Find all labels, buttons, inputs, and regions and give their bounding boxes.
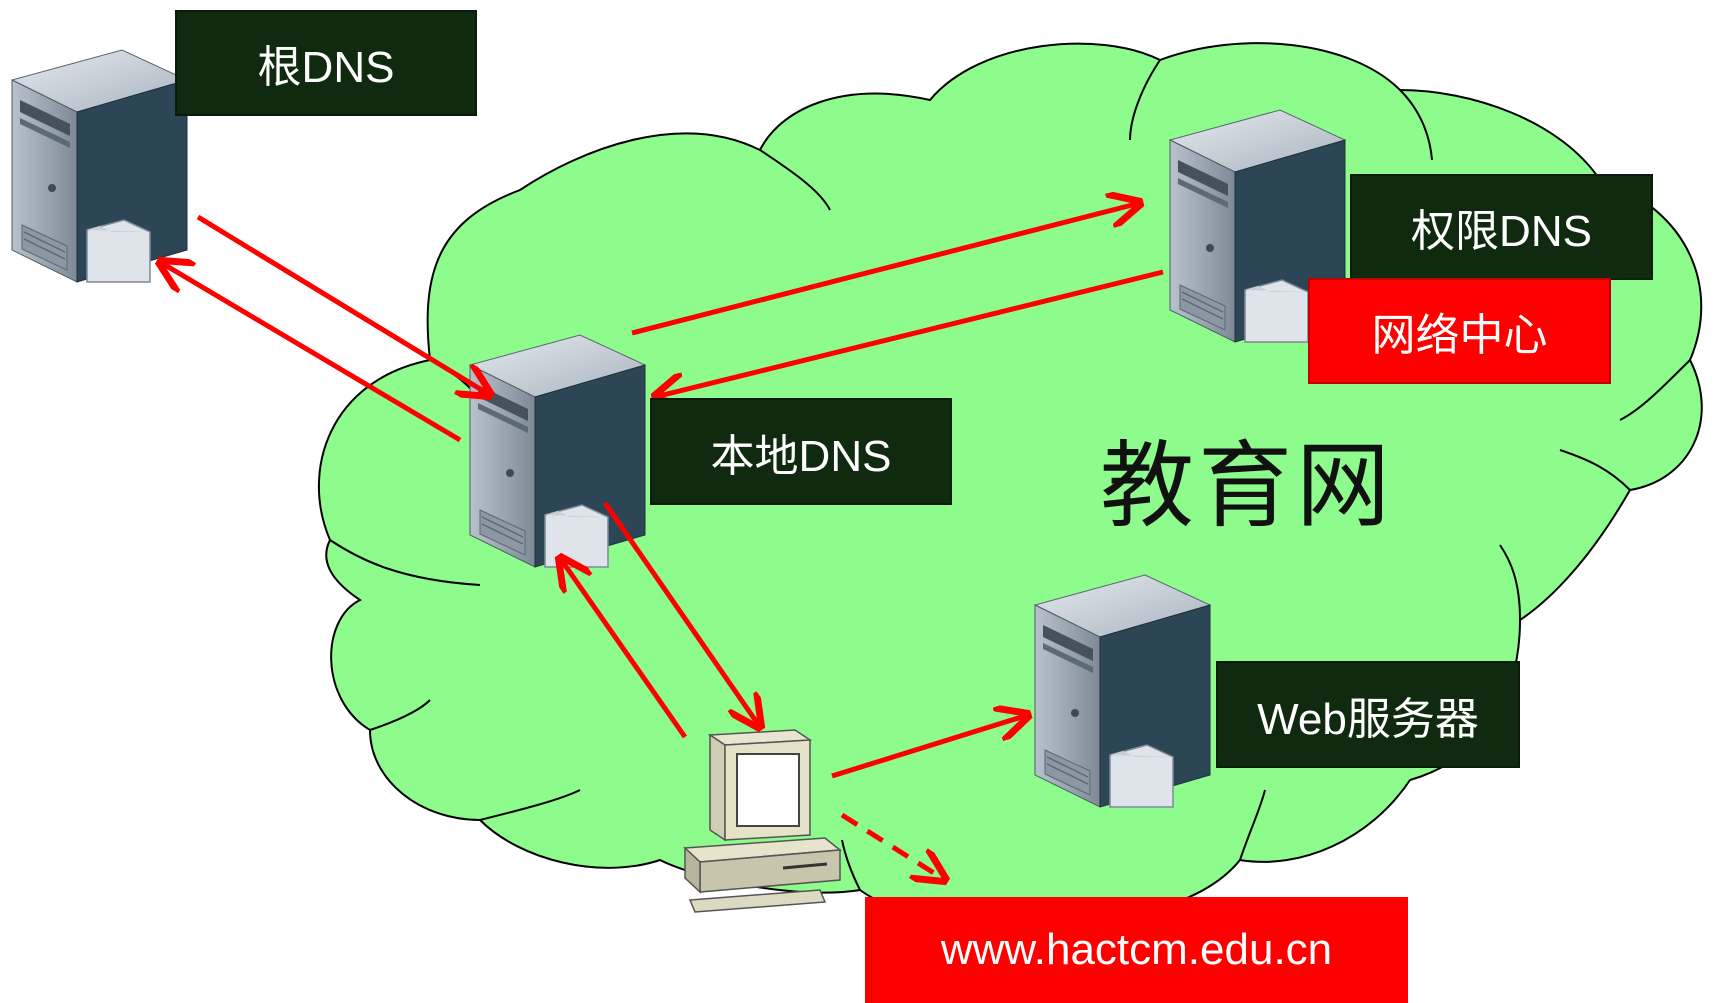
arrow-client-to-web [831, 715, 1028, 779]
auth-dns-label: 权限DNS [1350, 174, 1653, 280]
local-dns-label: 本地DNS [650, 398, 952, 505]
local-dns-server-icon [469, 334, 646, 568]
query-arrows [160, 203, 1164, 880]
arrow-root-to-local [196, 214, 490, 395]
client-url-label: www.hactcm.edu.cn [865, 897, 1408, 1003]
root-dns-server-icon [11, 49, 188, 283]
arrow-local-to-client [602, 501, 760, 727]
arrow-auth-to-local [655, 269, 1164, 397]
arrow-local-to-auth [631, 203, 1140, 336]
arrow-client-to-url [840, 812, 945, 880]
root-dns-label: 根DNS [175, 10, 477, 116]
client-computer-icon [683, 729, 842, 913]
cloud-title: 教育网 [1100, 432, 1395, 541]
network-center-tag: 网络中心 [1308, 278, 1611, 384]
web-server-icon [1034, 574, 1211, 808]
arrow-local-to-root [160, 262, 462, 443]
arrow-client-to-local [560, 558, 688, 739]
web-server-label: Web服务器 [1216, 661, 1520, 768]
